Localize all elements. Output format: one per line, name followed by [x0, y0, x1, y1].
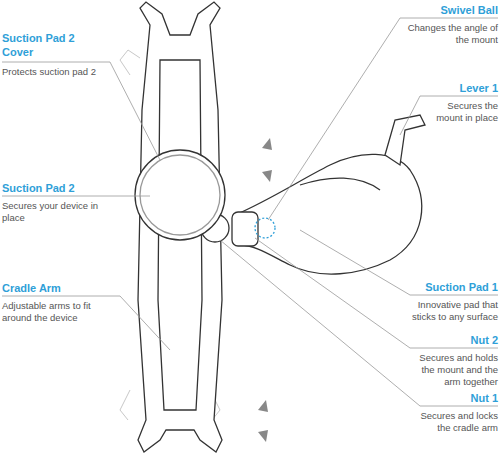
part-description: Innovative pad that sticks to any surfac… — [400, 299, 498, 323]
part-description: Secures and holds the mount and the arm … — [410, 352, 498, 388]
leader-line — [400, 96, 498, 135]
mount-base — [232, 115, 425, 274]
suction-base — [235, 154, 422, 274]
part-description: Secures your device in place — [2, 200, 112, 224]
leader-line — [300, 230, 498, 295]
swivel-ball — [255, 218, 275, 238]
base-ridge — [300, 178, 380, 190]
leader-line — [255, 238, 498, 348]
part-description: Changes the angle of the mount — [400, 22, 498, 46]
leader-line — [2, 196, 150, 197]
part-name: Nut 1 — [420, 392, 498, 406]
part-name: Suction Pad 2 — [2, 182, 112, 196]
arrow-down — [258, 430, 268, 442]
pad-rim — [140, 155, 220, 235]
motion-arrows — [258, 138, 272, 442]
lever-1 — [385, 115, 425, 165]
part-name: Nut 2 — [410, 334, 498, 348]
part-description: Secures the mount in place — [420, 100, 498, 124]
part-name: Swivel Ball — [400, 4, 498, 18]
arrow-up — [258, 400, 268, 412]
arrow-down — [262, 170, 272, 182]
part-description: Adjustable arms to fit around the device — [2, 300, 112, 324]
leader-lines — [2, 18, 498, 406]
nut-2 — [232, 212, 258, 246]
part-description: Secures and locks the cradle arm — [420, 410, 498, 434]
leader-line — [220, 240, 498, 406]
leader-line — [268, 18, 498, 220]
suction-pad-2-cover — [135, 150, 225, 240]
part-name: Suction Pad 1 — [400, 281, 498, 295]
part-name: Cradle Arm — [2, 282, 112, 296]
leader-line — [2, 296, 170, 350]
arrow-up — [262, 138, 272, 150]
part-description: Protects suction pad 2 — [2, 66, 122, 78]
part-name: Suction Pad 2 Cover — [2, 32, 102, 60]
leader-line — [2, 62, 160, 160]
part-name: Lever 1 — [420, 82, 498, 96]
